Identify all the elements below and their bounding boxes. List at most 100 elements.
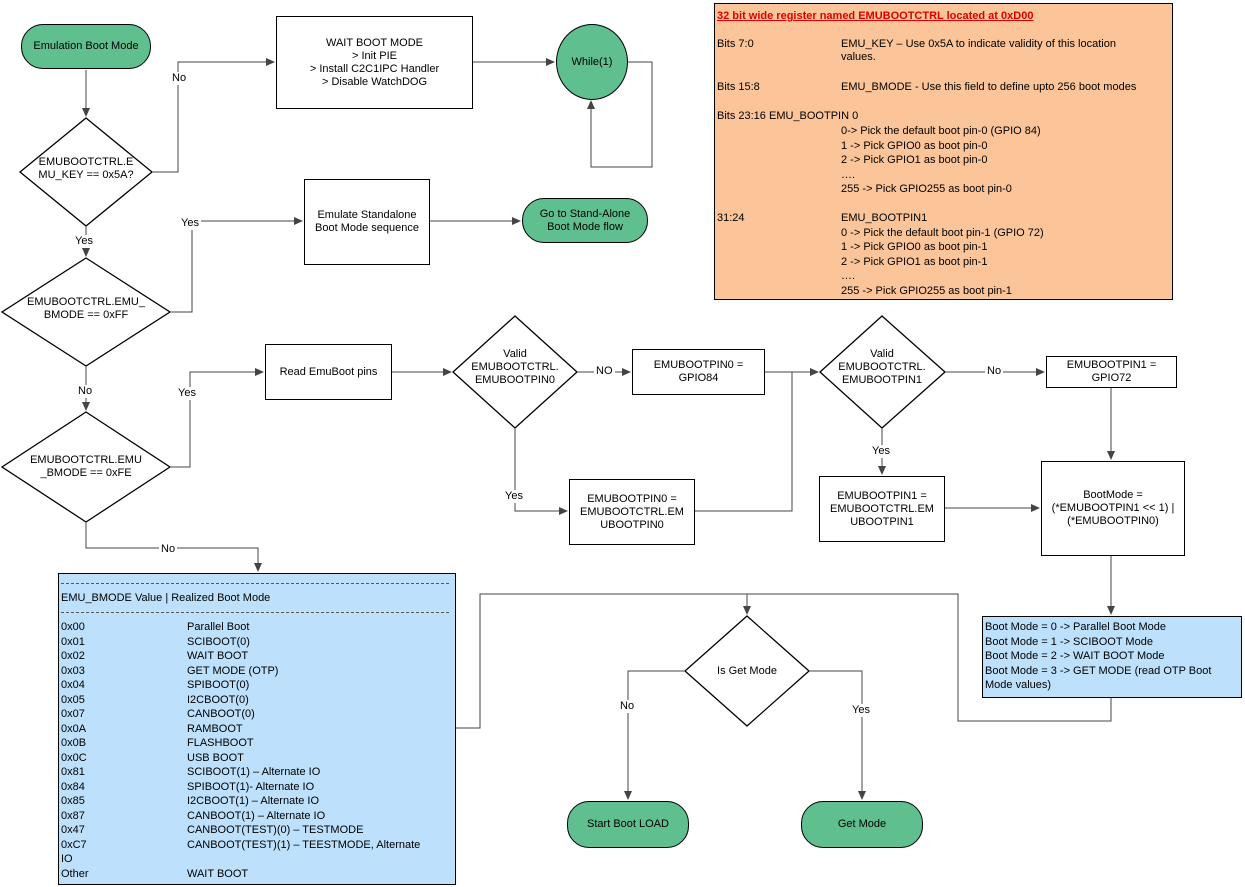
table-cell-mode: CANBOOT(0) xyxy=(187,708,255,720)
decision-bmode-ff-text: EMUBOOTCTRL.EMU_ BMODE == 0xFF xyxy=(27,296,145,321)
register-row: Bits 23:16 EMU_BOOTPIN 0 xyxy=(715,110,1172,123)
table-cell-value: 0x0C xyxy=(61,751,87,764)
legend-line: Boot Mode = 2 -> WAIT BOOT Mode xyxy=(985,650,1165,662)
get-mode-terminal: Get Mode xyxy=(801,801,923,848)
register-row-value: values. xyxy=(841,51,876,63)
register-row: 2 -> Pick GPIO1 as boot pin-0 xyxy=(715,154,1172,167)
bmode-value-table: EMU_BMODE Value | Realized Boot Mode 0x0… xyxy=(58,573,456,885)
table-cell-mode: I2CBOOT(0) xyxy=(187,693,249,706)
table-cell-mode: FLASHBOOT xyxy=(187,737,254,749)
table-divider-header xyxy=(61,612,449,613)
register-description-box: 32 bit wide register named EMUBOOTCTRL l… xyxy=(714,3,1173,300)
register-row: values. xyxy=(715,51,1172,64)
pin0-assign-box: EMUBOOTPIN0 = EMUBOOTCTRL.EM UBOOTPIN0 xyxy=(569,479,695,545)
table-cell-value: 0x03 xyxy=(61,664,85,677)
register-row-key: 31:24 xyxy=(717,212,745,224)
table-row-overflow: IO xyxy=(61,853,73,865)
bootmode-calc-box: BootMode = (*EMUBOOTPIN1 << 1) | (*EMUBO… xyxy=(1041,461,1185,556)
register-row-value: 255 -> Pick GPIO255 as boot pin-0 xyxy=(841,183,1012,195)
legend-line: Boot Mode = 1 -> SCIBOOT Mode xyxy=(985,635,1153,648)
pin1-assign-box: EMUBOOTPIN1 = EMUBOOTCTRL.EM UBOOTPIN1 xyxy=(819,476,945,542)
register-row: 0-> Pick the default boot pin-0 (GPIO 84… xyxy=(715,125,1172,138)
table-cell-value: 0x02 xyxy=(61,650,85,662)
table-cell-value: 0xC7 xyxy=(61,838,87,851)
edge-label-no-wait: No xyxy=(170,72,189,85)
wait-boot-mode-line-4: > Disable WatchDOG xyxy=(321,75,428,88)
table-cell-mode: CANBOOT(TEST)(0) – TESTMODE xyxy=(187,824,364,836)
table-cell-value: 0x81 xyxy=(61,766,85,778)
table-cell-mode: I2CBOOT(1) – Alternate IO xyxy=(187,795,320,807)
register-row: 1 -> Pick GPIO0 as boot pin-0 xyxy=(715,140,1172,153)
table-cell-value: 0x84 xyxy=(61,780,85,793)
table-cell-mode: CANBOOT(1) – Alternate IO xyxy=(187,809,326,822)
register-row-key: Bits 15:8 xyxy=(717,81,760,93)
edge-label-yes-emu-key: Yes xyxy=(73,235,95,248)
register-row: 2 -> Pick GPIO1 as boot pin-1 xyxy=(715,256,1172,269)
edge-label-yes-pin1: Yes xyxy=(870,445,892,458)
emulate-standalone-box: Emulate Standalone Boot Mode sequence xyxy=(304,179,430,265)
table-cell-value: Other xyxy=(61,867,89,880)
register-row-value: EMU_KEY – Use 0x5A to indicate validity … xyxy=(841,38,1116,50)
wait-boot-mode-line-3: > Install C2C1IPC Handler xyxy=(309,62,440,75)
register-row: 1 -> Pick GPIO0 as boot pin-1 xyxy=(715,241,1172,254)
register-row: …. xyxy=(715,169,1172,182)
table-cell-mode: CANBOOT(TEST)(1) – TEESTMODE, Alternate xyxy=(187,838,421,851)
pin0-gpio84-box: EMUBOOTPIN0 = GPIO84 xyxy=(632,349,765,395)
table-cell-value: 0x07 xyxy=(61,708,85,720)
start-boot-load-terminal: Start Boot LOAD xyxy=(567,801,689,848)
edge-label-no-pin0: NO xyxy=(594,365,615,378)
edge-label-no-ff: No xyxy=(76,385,95,398)
edge-label-no-pin1: No xyxy=(985,365,1004,378)
wait-boot-mode-line-1: WAIT BOOT MODE xyxy=(326,36,423,49)
decision-bmode-fe-text: EMUBOOTCTRL.EMU _BMODE == 0xFE xyxy=(30,454,142,479)
register-row-value: EMU_BOOTPIN1 xyxy=(841,212,928,224)
register-row: 255 -> Pick GPIO255 as boot pin-1 xyxy=(715,285,1172,298)
decision-emu-key-text: EMUBOOTCTRL.E MU_KEY == 0x5A? xyxy=(38,156,134,181)
register-row-key: Bits 23:16 EMU_BOOTPIN 0 xyxy=(717,110,859,122)
table-cell-mode: RAMBOOT xyxy=(187,722,243,735)
read-emuboot-pins-box: Read EmuBoot pins xyxy=(265,344,392,400)
table-cell-mode: SPIBOOT(0) xyxy=(187,679,250,691)
register-row-value: 1 -> Pick GPIO0 as boot pin-1 xyxy=(841,241,988,253)
table-cell-value: 0x01 xyxy=(61,635,85,648)
table-cell-value: 0x87 xyxy=(61,809,85,822)
edge-label-no-fe: No xyxy=(159,543,178,556)
go-standalone-terminal: Go to Stand-Alone Boot Mode flow xyxy=(522,198,648,243)
valid-pin0-text: Valid EMUBOOTCTRL. EMUBOOTPIN0 xyxy=(471,348,559,386)
register-title: 32 bit wide register named EMUBOOTCTRL l… xyxy=(717,10,1034,22)
register-row-value: 0 -> Pick the default boot pin-1 (GPIO 7… xyxy=(841,227,1044,239)
register-row: Bits 7:0 EMU_KEY – Use 0x5A to indicate v… xyxy=(715,38,1172,51)
table-cell-mode: Parallel Boot xyxy=(187,621,250,633)
register-row-key: Bits 7:0 xyxy=(717,38,754,50)
is-get-mode-text: Is Get Mode xyxy=(717,665,777,677)
edge-label-yes-ff: Yes xyxy=(179,217,201,230)
table-cell-value: 0x0B xyxy=(61,737,87,749)
legend-line: Mode values) xyxy=(985,679,1052,691)
table-cell-value: 0x05 xyxy=(61,693,85,706)
emulation-boot-mode-terminal: Emulation Boot Mode xyxy=(21,24,151,69)
table-cell-mode: WAIT BOOT xyxy=(187,650,249,662)
valid-pin1-text: Valid EMUBOOTCTRL. EMUBOOTPIN1 xyxy=(838,348,926,386)
table-cell-value: 0x04 xyxy=(61,679,85,691)
edge-label-no-getmode: No xyxy=(618,700,637,713)
table-divider-top xyxy=(61,583,449,584)
table-cell-mode: SCIBOOT(1) – Alternate IO xyxy=(187,766,321,778)
register-row-value: 2 -> Pick GPIO1 as boot pin-0 xyxy=(841,154,988,166)
table-cell-value: 0x47 xyxy=(61,824,85,836)
table-cell-mode: SCIBOOT(0) xyxy=(187,635,250,648)
register-row-value: EMU_BMODE - Use this field to define upt… xyxy=(841,81,1137,93)
register-row-value: 0-> Pick the default boot pin-0 (GPIO 84… xyxy=(841,125,1041,137)
register-row-value: 255 -> Pick GPIO255 as boot pin-1 xyxy=(841,285,1012,297)
edge-label-yes-pin0: Yes xyxy=(503,490,525,503)
legend-line: Boot Mode = 0 -> Parallel Boot Mode xyxy=(985,621,1166,633)
wait-boot-mode-line-2: > Init PIE xyxy=(352,49,397,62)
edge-label-yes-getmode: Yes xyxy=(850,704,872,717)
table-cell-mode: WAIT BOOT xyxy=(187,867,249,880)
pin1-gpio72-box: EMUBOOTPIN1 = GPIO72 xyxy=(1046,356,1177,388)
boot-mode-legend: Boot Mode = 0 -> Parallel Boot Mode Boot… xyxy=(982,616,1242,698)
register-row: …. xyxy=(715,270,1172,283)
table-cell-mode: GET MODE (OTP) xyxy=(187,664,279,677)
table-cell-value: 0x0A xyxy=(61,722,87,735)
table-cell-value: 0x85 xyxy=(61,795,85,807)
